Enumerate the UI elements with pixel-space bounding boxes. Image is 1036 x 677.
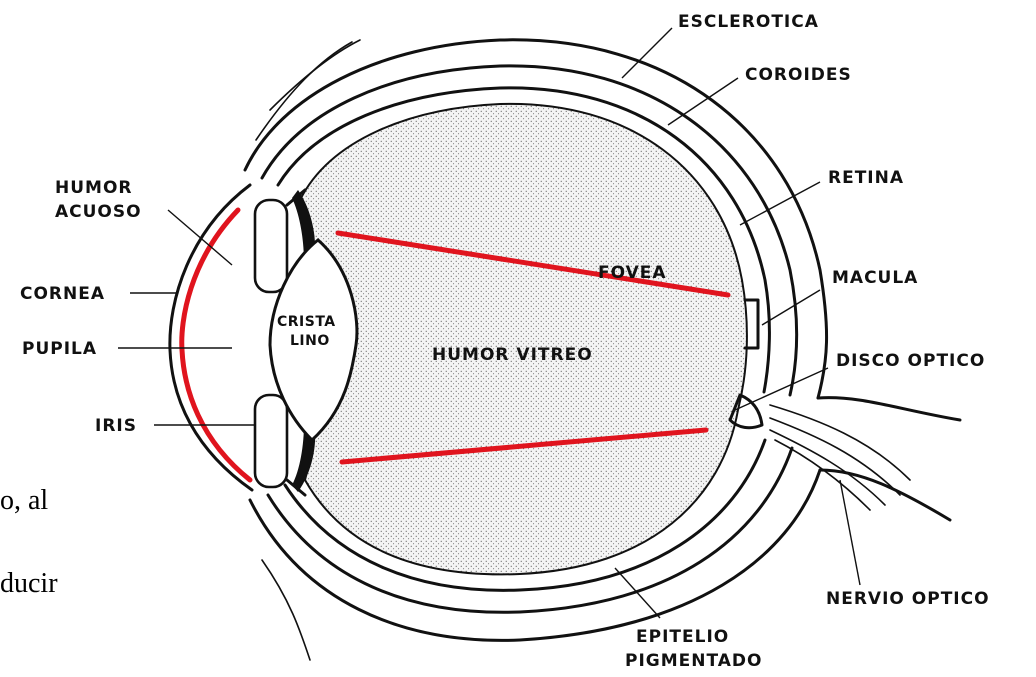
label-epitelio-2: PIGMENTADO [625,651,763,671]
label-humor-acuoso-1: HUMOR [55,178,133,198]
label-cristalino-2: LINO [290,333,330,349]
label-retina: RETINA [828,168,904,188]
label-humor-acuoso-2: ACUOSO [55,202,142,222]
vitreous-body [300,104,747,575]
label-macula: MACULA [832,268,918,288]
label-cristalino-1: CRISTA [277,314,336,330]
label-epitelio-1: EPITELIO [636,627,729,647]
label-fovea: FOVEA [598,263,667,283]
label-pupila: PUPILA [22,339,97,359]
label-nervio-optico: NERVIO OPTICO [826,589,990,609]
label-coroides: COROIDES [745,65,852,85]
side-text-line-2: ducir [0,568,58,599]
label-iris: IRIS [95,416,137,436]
side-text-line-1: o, al [0,485,48,516]
label-humor-vitreo: HUMOR VITREO [432,345,593,365]
label-esclerotica: ESCLEROTICA [678,12,819,32]
label-cornea: CORNEA [20,284,105,304]
label-disco-optico: DISCO OPTICO [836,351,985,371]
